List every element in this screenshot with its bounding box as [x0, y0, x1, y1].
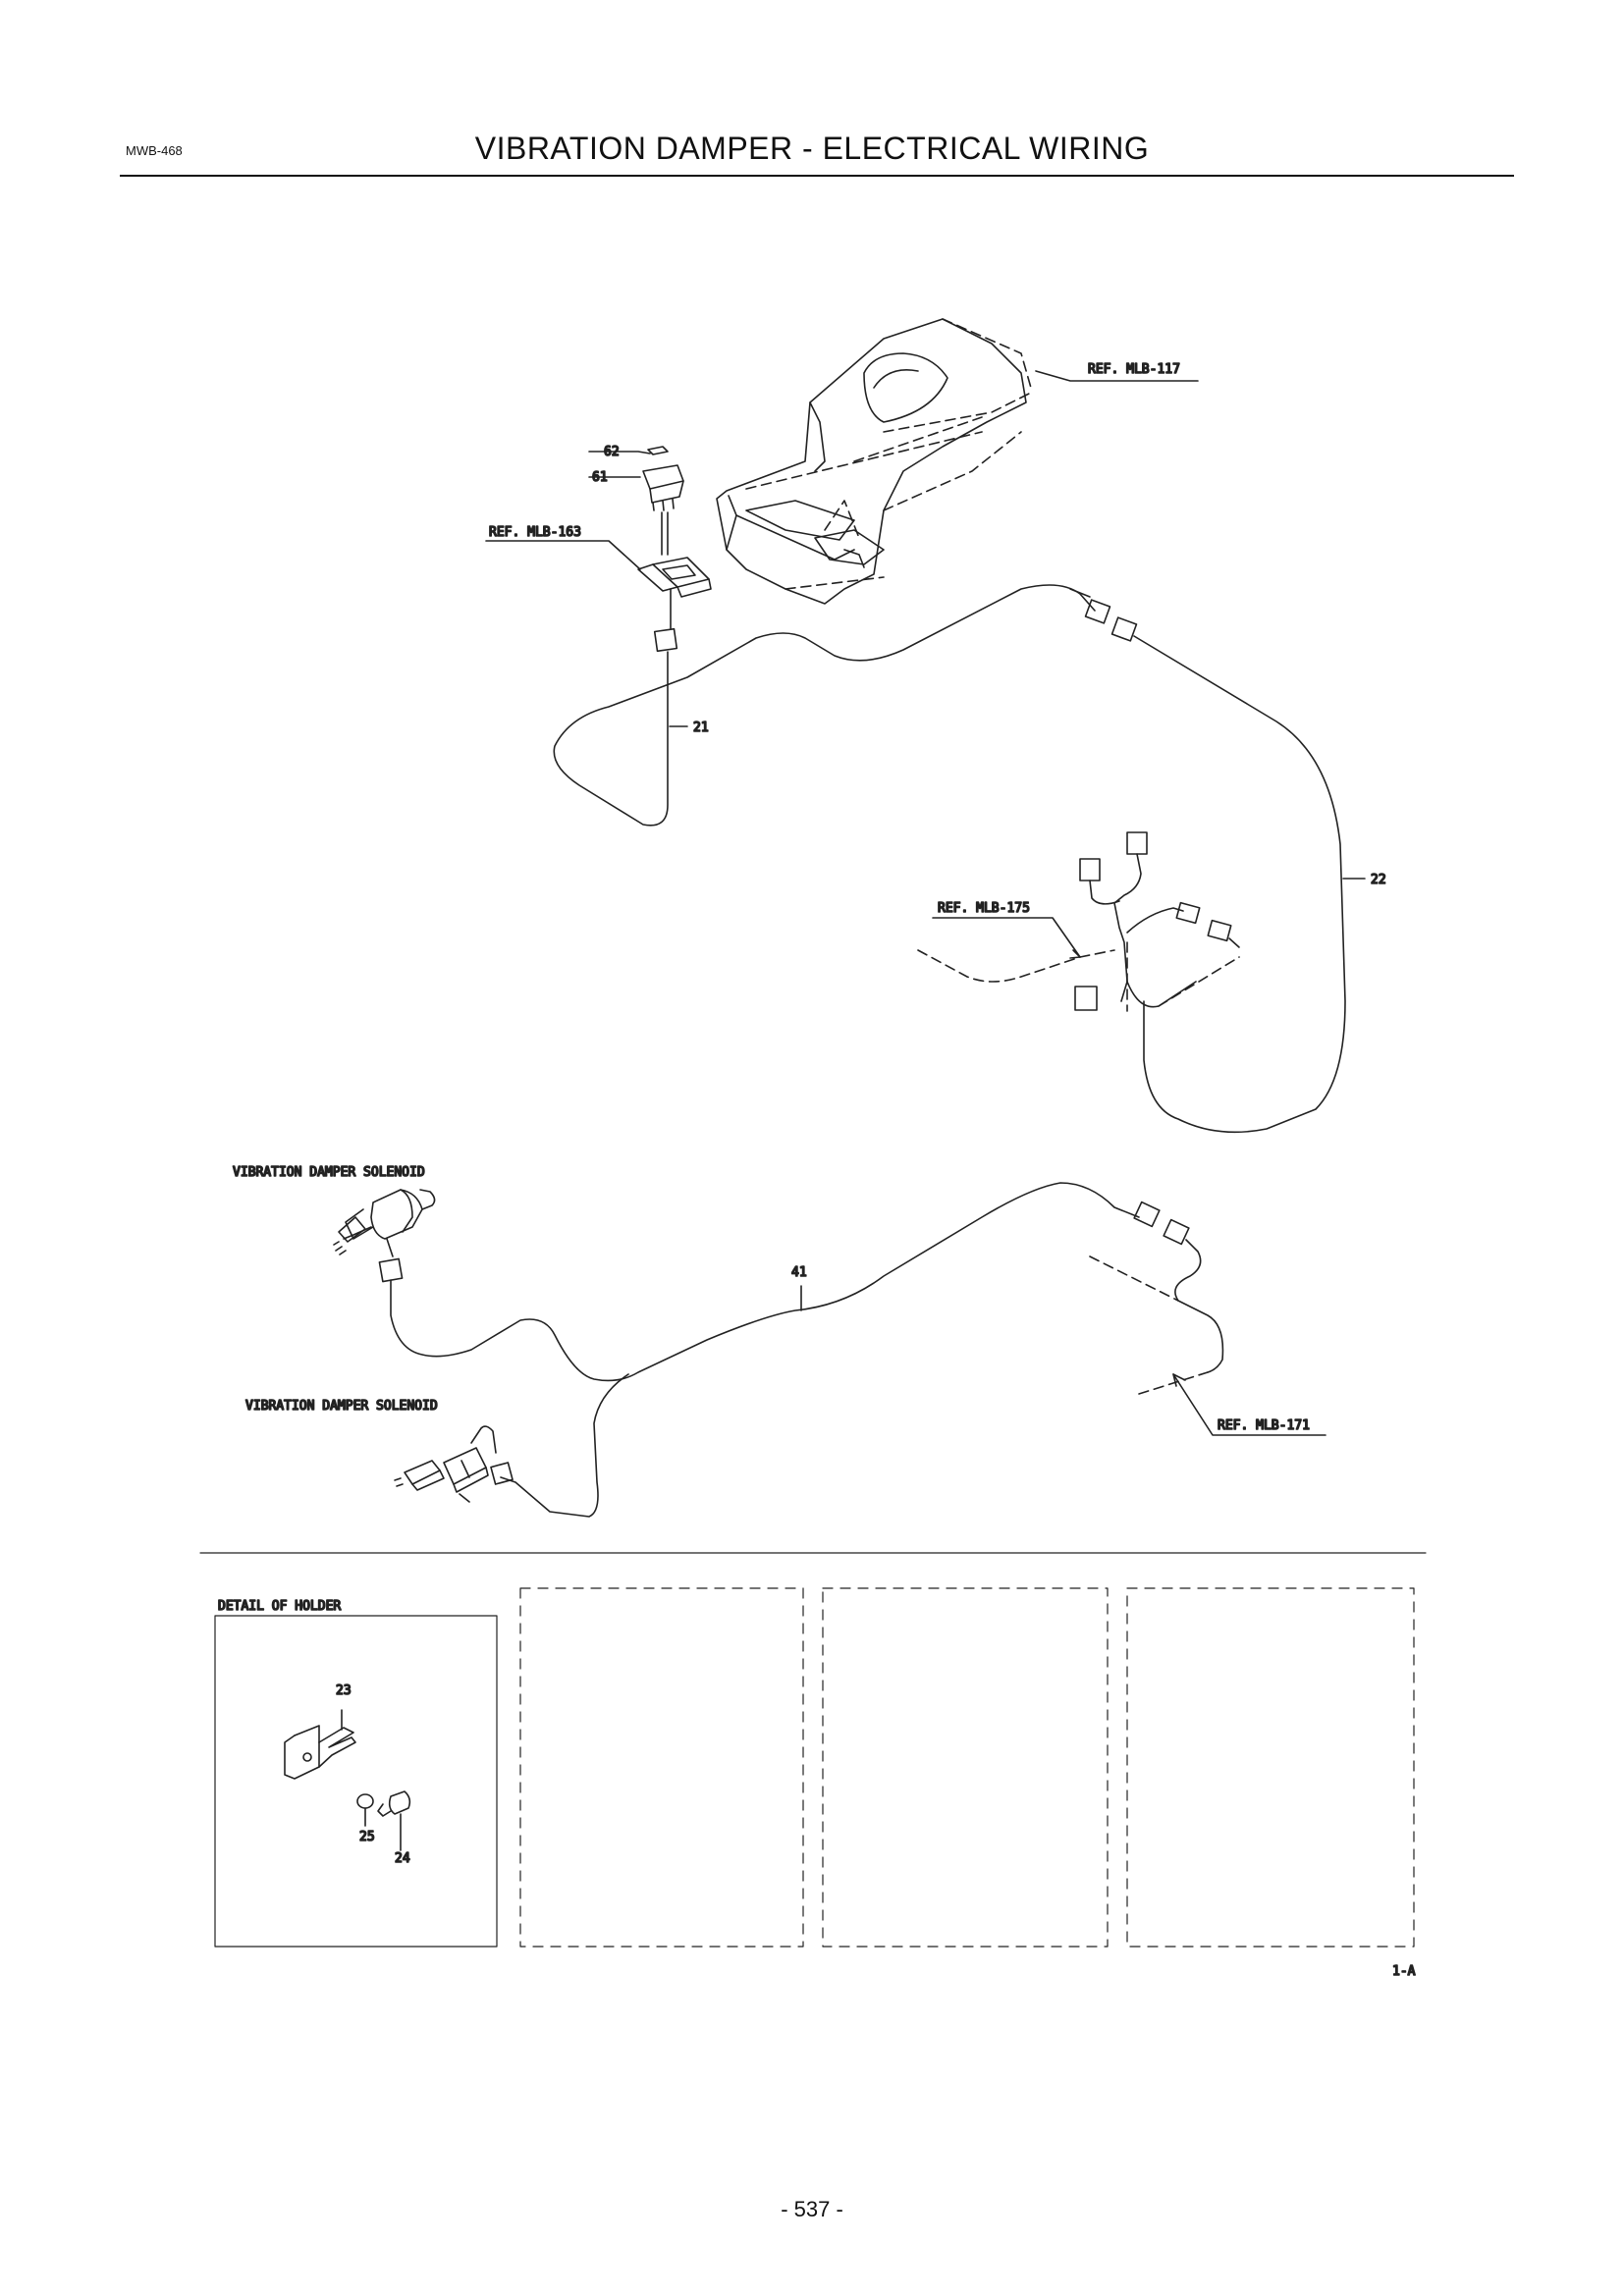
connector-pair-console: [1084, 599, 1366, 1134]
part-number-62: 62: [604, 445, 620, 459]
page-number: - 537 -: [781, 2197, 843, 2221]
harness-21: [553, 584, 1096, 827]
solenoid-label-1: VIBRATION DAMPER SOLENOID: [233, 1165, 425, 1180]
holder-detail-illustration: [284, 1709, 411, 1851]
part-number-61: 61: [592, 470, 608, 485]
vibration-damper-solenoid-2: [394, 1425, 514, 1503]
header-rule: [120, 175, 1514, 177]
ref-mlb-171: REF. MLB-171: [1218, 1418, 1310, 1433]
part-number-22: 22: [1371, 873, 1386, 887]
console-illustration: [716, 318, 1199, 605]
switch-assembly: [485, 446, 712, 653]
harness-41: [390, 1182, 1140, 1518]
ref-mlb-163: REF. MLB-163: [489, 525, 581, 540]
detail-part-25: 25: [359, 1830, 375, 1844]
lower-section-frames: [199, 1552, 1427, 1948]
part-number-41: 41: [791, 1265, 807, 1280]
document-code: MWB-468: [126, 143, 183, 158]
detail-holder-title: DETAIL OF HOLDER: [218, 1599, 341, 1614]
ref-mlb-117: REF. MLB-117: [1088, 362, 1180, 377]
harness-175: [917, 831, 1240, 1012]
part-number-21: 21: [693, 721, 709, 735]
vibration-damper-solenoid-1: [333, 1189, 436, 1283]
page-title: VIBRATION DAMPER - ELECTRICAL WIRING: [474, 131, 1150, 166]
figure-id: 1-A: [1392, 1964, 1416, 1979]
solenoid-label-2: VIBRATION DAMPER SOLENOID: [245, 1399, 438, 1414]
ref-mlb-175: REF. MLB-175: [938, 901, 1030, 916]
detail-part-24: 24: [395, 1851, 410, 1866]
detail-part-23: 23: [336, 1683, 352, 1698]
harness-171: [1089, 1201, 1326, 1436]
